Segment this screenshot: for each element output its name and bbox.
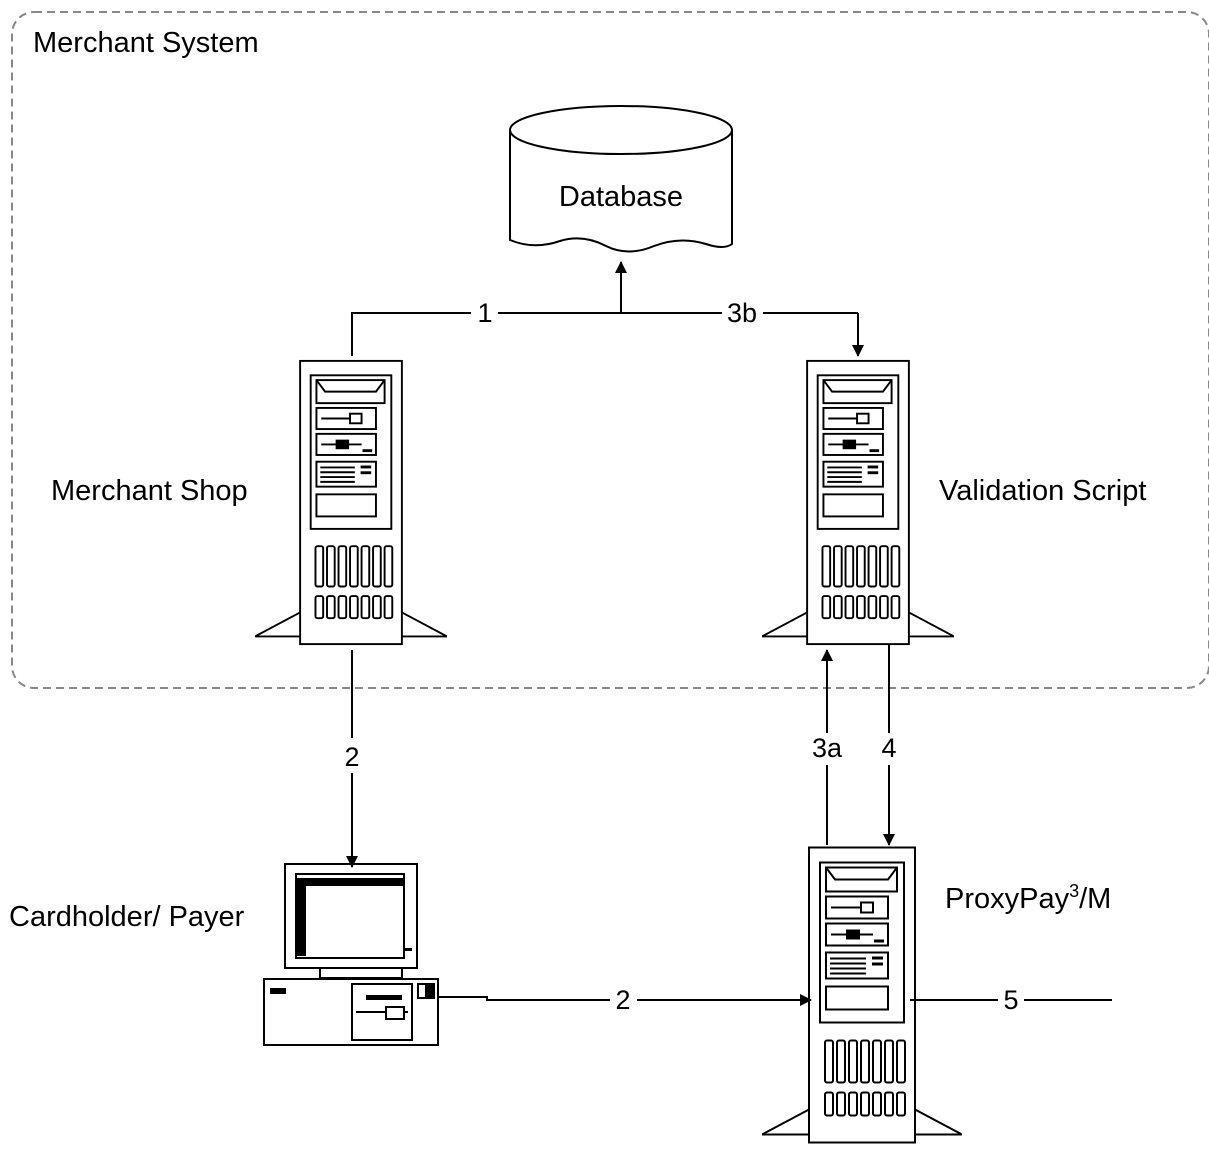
edge-label-3b: 3b: [727, 298, 757, 328]
merchant-shop-label: Merchant Shop: [51, 475, 248, 507]
edge-label-3a: 3a: [812, 733, 843, 763]
edge-label-2-down: 2: [344, 742, 359, 772]
edge-1-3b-lines: [351, 261, 864, 357]
database-label: Database: [559, 181, 683, 213]
cardholder-computer-icon: [263, 863, 439, 1046]
edge-2-right-lines: [438, 994, 812, 1006]
edge-label-1: 1: [477, 298, 492, 328]
validation-script-server-icon: [762, 359, 954, 646]
merchant-shop-server-icon: [255, 359, 447, 646]
proxypay-server-icon: [762, 846, 962, 1144]
cardholder-label: Cardholder/ Payer: [9, 901, 245, 933]
merchant-system-boundary: [11, 11, 1209, 689]
database-icon: [509, 105, 733, 253]
edge-label-2-right: 2: [615, 985, 630, 1015]
merchant-system-label: Merchant System: [33, 27, 259, 59]
proxypay-label: ProxyPay3/M: [945, 881, 1111, 915]
edge-label-4: 4: [881, 733, 896, 763]
edge-label-5: 5: [1003, 985, 1018, 1015]
validation-script-label: Validation Script: [939, 475, 1146, 507]
